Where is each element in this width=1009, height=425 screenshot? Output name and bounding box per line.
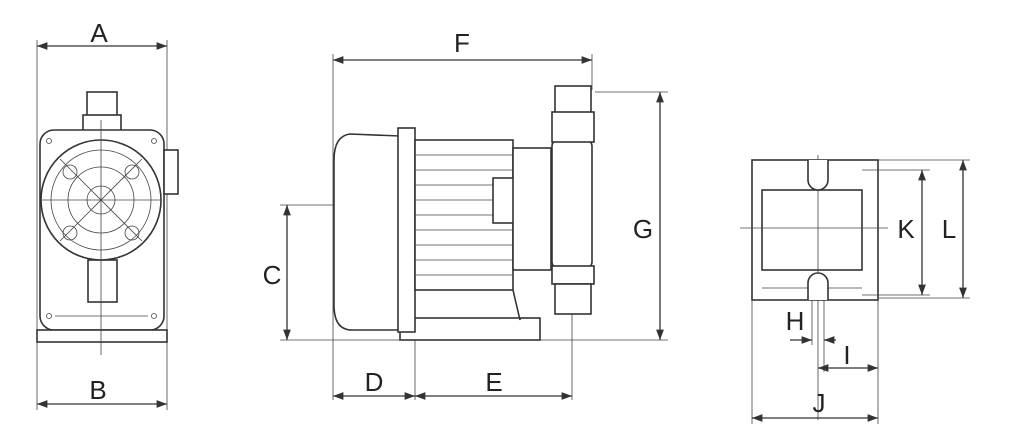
label-e: E xyxy=(485,367,502,397)
label-b: B xyxy=(89,375,106,405)
label-c: C xyxy=(263,260,282,290)
label-f: F xyxy=(454,28,470,58)
label-g: G xyxy=(633,214,653,244)
label-h: H xyxy=(786,306,805,336)
label-k: K xyxy=(897,214,915,244)
label-i: I xyxy=(843,340,850,370)
label-j: J xyxy=(813,388,826,418)
side-view: F G C D E xyxy=(263,28,668,400)
front-view: A B xyxy=(36,18,179,410)
base-view: K L H I J xyxy=(740,155,970,424)
label-a: A xyxy=(90,18,108,48)
label-l: L xyxy=(942,214,956,244)
label-d: D xyxy=(365,367,384,397)
